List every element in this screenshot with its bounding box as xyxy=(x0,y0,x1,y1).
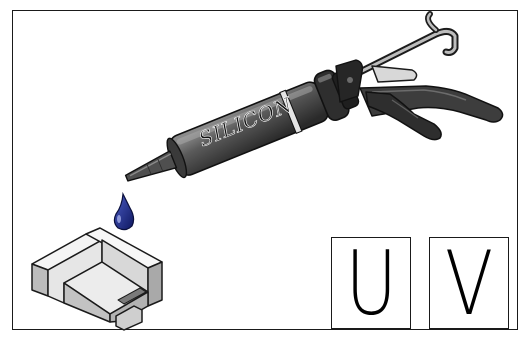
choice-u[interactable]: U xyxy=(331,237,411,329)
silicone-drop xyxy=(114,194,133,230)
choice-v-letter: V xyxy=(445,240,493,328)
choice-u-letter: U xyxy=(345,240,397,328)
hook-rod xyxy=(352,14,455,76)
bracket-piece xyxy=(32,228,162,330)
plunger-bracket xyxy=(336,60,362,102)
choice-v[interactable]: V xyxy=(429,237,509,329)
release-lever xyxy=(372,66,417,82)
